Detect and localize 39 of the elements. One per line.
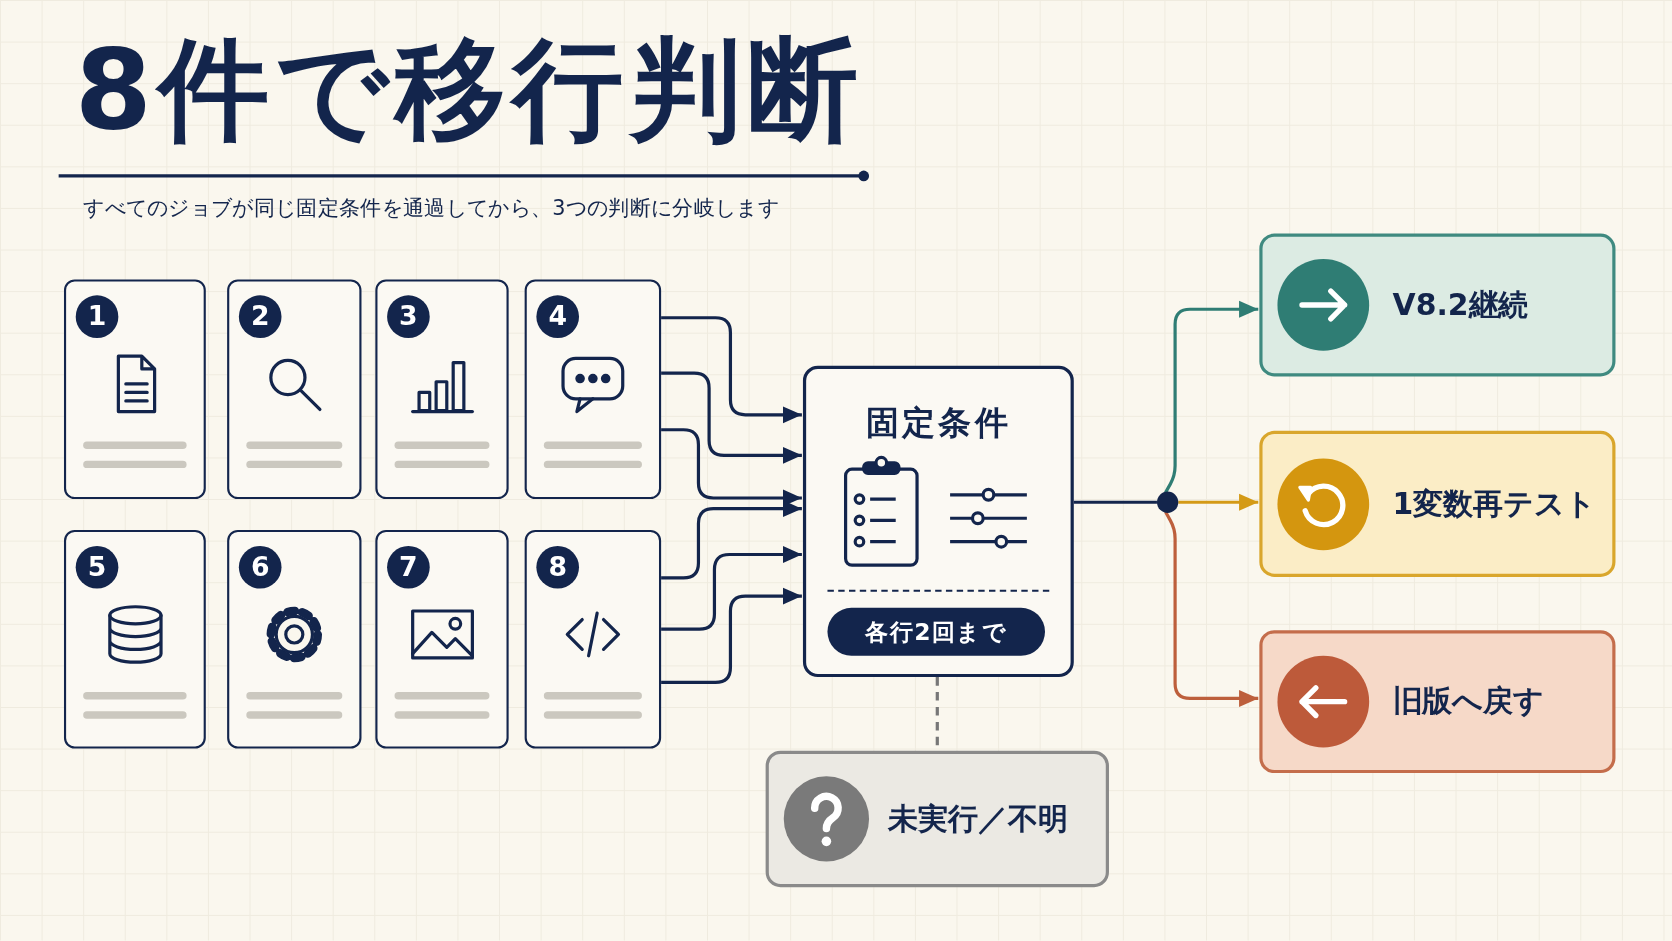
arrow <box>661 371 802 464</box>
outcome-box <box>1259 630 1616 774</box>
box-heading: 固定条件 <box>864 402 1012 444</box>
number-badge: 4 <box>536 295 579 339</box>
arrow <box>661 545 802 631</box>
outcome-box <box>1259 430 1616 577</box>
outcome-box <box>765 750 1109 888</box>
number-badge: 6 <box>238 545 282 589</box>
outcome-label: 1変数再テスト <box>1392 484 1596 523</box>
arrow <box>661 316 802 424</box>
arrow <box>1164 300 1259 494</box>
job-card <box>227 279 362 500</box>
job-card <box>375 279 509 500</box>
limit-pill: 各行2回まで <box>827 607 1045 656</box>
subtitle: すべてのジョブが同じ固定条件を通過してから、3つの判断に分岐します <box>83 195 779 223</box>
number-badge: 1 <box>75 295 119 339</box>
job-card <box>524 279 662 500</box>
outcome-label: V8.2継続 <box>1392 285 1529 325</box>
number-badge: 7 <box>387 545 430 589</box>
job-card <box>64 529 206 749</box>
title: 8件で移行判断 <box>74 23 865 157</box>
job-card <box>227 529 362 749</box>
job-card <box>524 529 662 749</box>
arrow <box>661 500 802 580</box>
outcome-label: 旧版へ戻す <box>1392 682 1545 721</box>
condition-box <box>802 365 1074 678</box>
number-badge: 2 <box>238 295 282 339</box>
number-badge: 3 <box>387 295 430 339</box>
job-card <box>64 279 206 500</box>
arrow <box>1178 493 1259 511</box>
job-card <box>375 529 509 749</box>
arrow <box>661 587 802 685</box>
number-badge: 8 <box>536 545 579 589</box>
arrow <box>1164 511 1259 707</box>
outcome-label: 未実行／不明 <box>888 799 1068 838</box>
junction-dot <box>1156 491 1179 513</box>
outcome-box <box>1259 233 1616 377</box>
number-badge: 5 <box>75 545 119 589</box>
connector-line <box>1073 500 1157 504</box>
